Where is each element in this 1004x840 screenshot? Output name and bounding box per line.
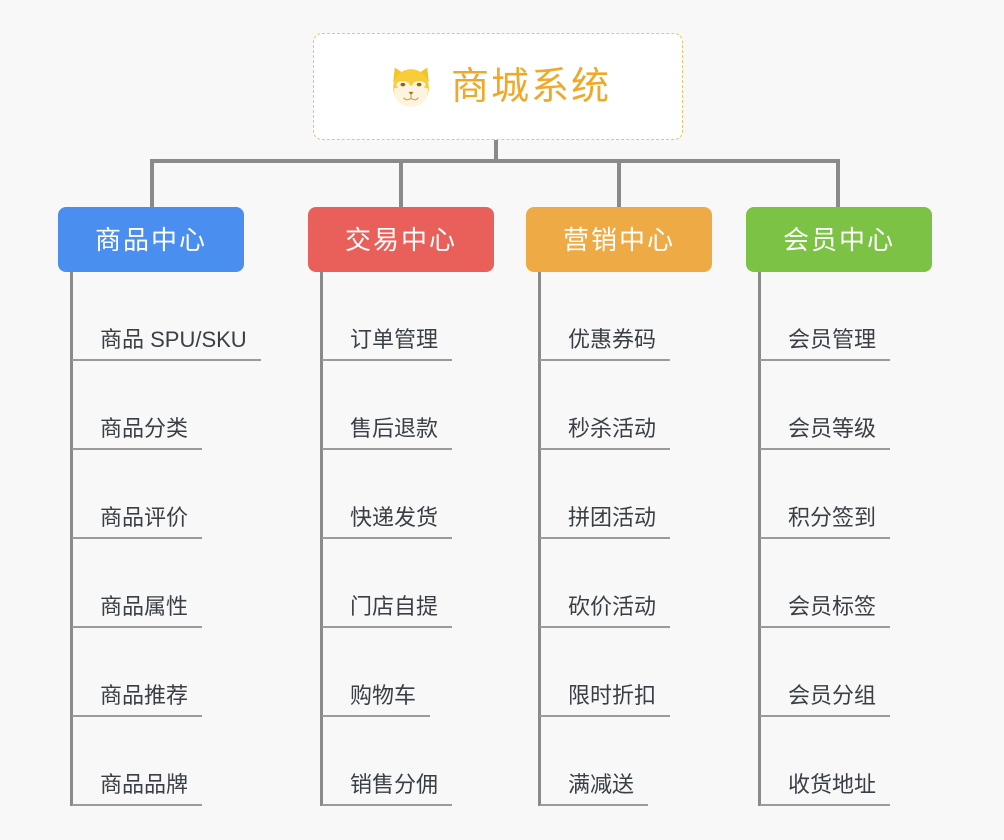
- list-item[interactable]: 满减送: [526, 717, 766, 806]
- leaf-label: 购物车: [322, 682, 431, 717]
- leaf-label: 限时折扣: [540, 682, 671, 717]
- list-item[interactable]: 拼团活动: [526, 450, 766, 539]
- list-item[interactable]: 限时折扣: [526, 628, 766, 717]
- leaf-label: 会员分组: [760, 682, 891, 717]
- category-title: 会员中心: [782, 224, 895, 255]
- leaf-label: 收货地址: [760, 771, 891, 806]
- connector-drop-2: [399, 159, 403, 208]
- leaf-label: 砍价活动: [540, 593, 671, 628]
- list-item[interactable]: 快递发货: [308, 450, 568, 539]
- leaf-label: 商品推荐: [72, 682, 203, 717]
- leaf-label: 售后退款: [322, 415, 453, 450]
- leaf-label: 会员标签: [760, 593, 891, 628]
- list-item[interactable]: 商品 SPU/SKU: [58, 272, 358, 361]
- list-item[interactable]: 商品评价: [58, 450, 358, 539]
- list-item[interactable]: 销售分佣: [308, 717, 568, 806]
- leaf-list-product: 商品 SPU/SKU 商品分类 商品评价 商品属性 商品推荐 商品品牌: [58, 272, 358, 806]
- leaf-label: 快递发货: [322, 504, 453, 539]
- list-item[interactable]: 会员分组: [746, 628, 986, 717]
- list-item[interactable]: 售后退款: [308, 361, 568, 450]
- list-item[interactable]: 商品推荐: [58, 628, 358, 717]
- leaf-label: 拼团活动: [540, 504, 671, 539]
- leaf-label: 商品属性: [72, 593, 203, 628]
- leaf-label: 商品评价: [72, 504, 203, 539]
- category-title: 交易中心: [344, 224, 457, 255]
- list-item[interactable]: 商品属性: [58, 539, 358, 628]
- list-item[interactable]: 优惠券码: [526, 272, 766, 361]
- leaf-label: 满减送: [540, 771, 649, 806]
- leaf-label: 优惠券码: [540, 326, 671, 361]
- leaf-label: 销售分佣: [322, 771, 453, 806]
- category-column-product: 商品中心 商品 SPU/SKU 商品分类 商品评价 商品属性 商品推荐 商品品牌: [58, 207, 358, 806]
- category-box-member[interactable]: 会员中心: [746, 207, 932, 272]
- column-trunk-line: [758, 272, 761, 806]
- connector-drop-3: [617, 159, 621, 208]
- list-item[interactable]: 积分签到: [746, 450, 986, 539]
- leaf-list-trade: 订单管理 售后退款 快递发货 门店自提 购物车 销售分佣: [308, 272, 568, 806]
- root-node[interactable]: 商城系统: [313, 33, 683, 140]
- list-item[interactable]: 会员等级: [746, 361, 986, 450]
- category-column-member: 会员中心 会员管理 会员等级 积分签到 会员标签 会员分组 收货地址: [746, 207, 986, 806]
- category-title: 营销中心: [562, 224, 675, 255]
- leaf-label: 秒杀活动: [540, 415, 671, 450]
- connector-drop-4: [836, 159, 840, 208]
- list-item[interactable]: 门店自提: [308, 539, 568, 628]
- leaf-label: 商品分类: [72, 415, 203, 450]
- list-item[interactable]: 收货地址: [746, 717, 986, 806]
- leaf-label: 会员管理: [760, 326, 891, 361]
- category-column-trade: 交易中心 订单管理 售后退款 快递发货 门店自提 购物车 销售分佣: [308, 207, 568, 806]
- category-title: 商品中心: [94, 224, 207, 255]
- list-item[interactable]: 购物车: [308, 628, 568, 717]
- leaf-label: 会员等级: [760, 415, 891, 450]
- list-item[interactable]: 砍价活动: [526, 539, 766, 628]
- connector-root-stem: [494, 140, 498, 162]
- category-box-trade[interactable]: 交易中心: [308, 207, 494, 272]
- root-title: 商城系统: [450, 65, 611, 108]
- leaf-list-member: 会员管理 会员等级 积分签到 会员标签 会员分组 收货地址: [746, 272, 986, 806]
- leaf-list-marketing: 优惠券码 秒杀活动 拼团活动 砍价活动 限时折扣 满减送: [526, 272, 766, 806]
- list-item[interactable]: 订单管理: [308, 272, 568, 361]
- column-trunk-line: [70, 272, 73, 806]
- category-box-product[interactable]: 商品中心: [58, 207, 244, 272]
- leaf-label: 积分签到: [760, 504, 891, 539]
- connector-horizontal-bar: [150, 159, 838, 163]
- category-box-marketing[interactable]: 营销中心: [526, 207, 712, 272]
- list-item[interactable]: 会员标签: [746, 539, 986, 628]
- leaf-label: 商品 SPU/SKU: [72, 326, 261, 361]
- leaf-label: 订单管理: [322, 326, 453, 361]
- list-item[interactable]: 秒杀活动: [526, 361, 766, 450]
- list-item[interactable]: 商品分类: [58, 361, 358, 450]
- column-trunk-line: [320, 272, 323, 806]
- list-item[interactable]: 商品品牌: [58, 717, 358, 806]
- column-trunk-line: [538, 272, 541, 806]
- leaf-label: 门店自提: [322, 593, 453, 628]
- shiba-dog-face-icon: [393, 67, 429, 106]
- connector-drop-1: [150, 159, 154, 208]
- list-item[interactable]: 会员管理: [746, 272, 986, 361]
- category-column-marketing: 营销中心 优惠券码 秒杀活动 拼团活动 砍价活动 限时折扣 满减送: [526, 207, 766, 806]
- leaf-label: 商品品牌: [72, 771, 203, 806]
